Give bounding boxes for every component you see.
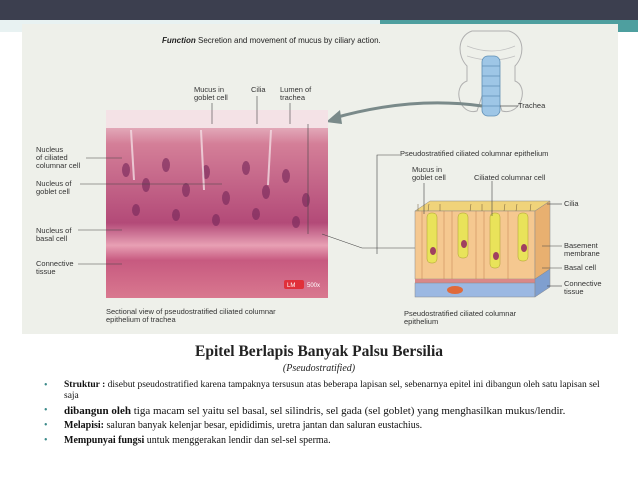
bullet-bold: Melapisi: [64,420,104,431]
micro-connective-label: Connective tissue [36,259,74,276]
diagram-basal-label: Basal cell [564,263,597,272]
epithelium-diagram [414,200,551,298]
bullet-bold: Struktur : [64,380,106,390]
diagram-basement-label: Basement membrane [564,241,600,258]
diagram-epithelium-label: Pseudostratified ciliated columnar epith… [400,149,549,158]
diagram-ciliated-label: Ciliated columnar cell [474,173,546,182]
bullet-item: Melapisi: saluran banyak kelenjar besar,… [44,420,614,432]
trachea-leader [500,105,518,107]
figure-panel: Function Secretion and movement of mucus… [22,24,618,334]
bullet-item: Mempunyai fungsi untuk menggerakan lendi… [44,435,614,447]
slide-title: Epitel Berlapis Banyak Palsu Bersilia [194,343,444,360]
bullet-text: disebut pseudostratified karena tampakny… [64,380,600,401]
lm-badge: LM [287,283,295,289]
micro-cilia-label: Cilia [251,85,266,94]
micro-mucus-label: Mucus in goblet cell [194,85,228,102]
function-label: Function [162,36,196,45]
bullet-bold: dibangun oleh [64,405,131,417]
slide-subtitle: (Pseudostratified) [282,363,356,374]
micro-lumen-label: Lumen of trachea [280,85,312,102]
micro-nucleus-ciliated-label: Nucleus of ciliated columnar cell [36,145,81,170]
micrograph-image: LM 500x [106,110,328,298]
bullet-list: Struktur : disebut pseudostratified kare… [44,380,614,450]
trachea-illustration [458,30,523,117]
bullet-item: dibangun oleh tiga macam sel yaitu sel b… [44,405,614,417]
trachea-label: Trachea [518,101,546,110]
zoom-arrow [326,101,483,124]
diagram-caption: Pseudostratified ciliated columnar epith… [404,309,517,326]
bullet-text: tiga macam sel yaitu sel basal, sel sili… [130,405,566,417]
diagram-leader-lines [376,154,562,287]
diagram-cilia-label: Cilia [564,199,579,208]
magnification-label: 500x [307,283,320,289]
micrograph-caption: Sectional view of pseudostratified cilia… [106,307,276,324]
diagram-mucus-label: Mucus in goblet cell [412,165,446,182]
bullet-text: untuk menggerakan lendir dan sel-sel spe… [144,435,331,446]
bullet-item: Struktur : disebut pseudostratified kare… [44,380,614,402]
diagram-connective-label: Connective tissue [564,279,602,296]
function-text: Secretion and movement of mucus by cilia… [198,36,381,45]
slide-top-bar [0,0,638,20]
micro-nucleus-goblet-label: Nucleus of goblet cell [36,179,72,196]
bullet-text: saluran banyak kelenjar besar, epididimi… [104,420,423,431]
micro-nucleus-basal-label: Nucleus of basal cell [36,226,72,243]
function-line: Function Secretion and movement of mucus… [162,36,381,45]
bullet-bold: Mempunyai fungsi [64,435,145,446]
